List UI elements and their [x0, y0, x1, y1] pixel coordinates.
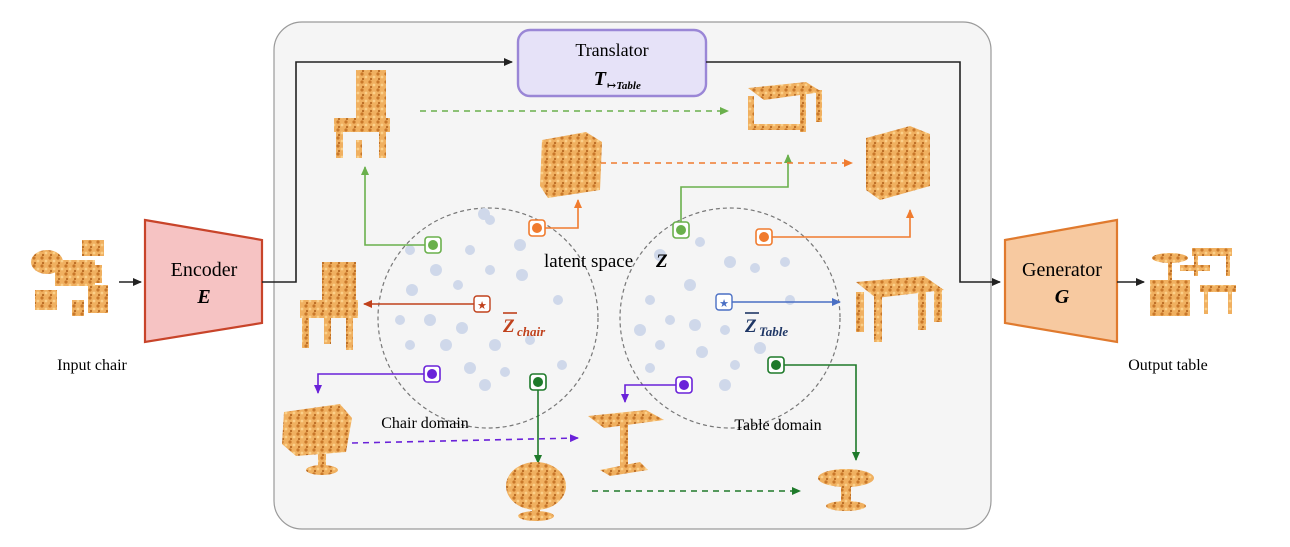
chair-shape-purple [282, 404, 352, 475]
generator-title: Generator [1022, 259, 1102, 281]
purple-chair-code-dot [427, 369, 437, 379]
input-chair-cloud [31, 240, 108, 316]
table-shape-purple [588, 410, 664, 476]
translator-block [516, 28, 708, 98]
input-label: Input chair [57, 357, 127, 374]
chair-shape-orange [540, 132, 602, 198]
output-table-cloud [1150, 248, 1236, 316]
translator-to-generator-arrow [706, 61, 1001, 286]
chair-domain-circle [377, 207, 599, 429]
dgreen-table-code-dot [771, 360, 781, 370]
blue-star-icon: ★ [719, 297, 729, 310]
purple-chair-code-arrow [314, 373, 424, 394]
purple-table-code-arrow [621, 384, 676, 403]
latent-space-symbol: Z [655, 251, 668, 272]
green-chair-code-dot [428, 240, 438, 250]
chair-shape-green [334, 70, 390, 158]
chair-latent-dots [395, 208, 567, 391]
generator-symbol: G [1055, 286, 1070, 308]
table-shape-orange [866, 126, 930, 200]
orange-chair-code-dot [532, 223, 542, 233]
chair-domain-label: Chair domain [381, 415, 469, 432]
table-shape-dgreen [818, 469, 874, 511]
orange-chair-code-arrow [545, 199, 582, 229]
green-table-code-arrow [680, 154, 792, 222]
chair-mean-symbol: Z [502, 316, 515, 337]
encoder-title: Encoder [171, 259, 238, 281]
green-table-code-dot [676, 225, 686, 235]
blue-mean-code [715, 293, 733, 311]
encoder-to-translator-arrow [262, 58, 513, 283]
encoder-block [143, 218, 264, 344]
translator-title: Translator [575, 40, 648, 60]
orange-table-code-arrow [772, 209, 914, 238]
dgreen-chair-code-dot [533, 377, 543, 387]
red-star-icon: ★ [477, 299, 487, 312]
generator-block [1003, 218, 1119, 344]
purple-translation-arrow [351, 434, 579, 444]
encoder-symbol: E [196, 286, 210, 308]
output-label: Output table [1128, 357, 1208, 374]
table-mean-symbol: Z [744, 316, 757, 337]
table-domain-circle [619, 207, 841, 429]
table-latent-dots [634, 237, 795, 391]
dgreen-table-code-arrow [784, 364, 860, 461]
table-shape-green [748, 82, 822, 132]
chair-shape-dgreen [506, 462, 566, 521]
red-mean-code [473, 295, 491, 313]
purple-table-code-dot [679, 380, 689, 390]
table-mean-subscript: Table [759, 324, 788, 339]
orange-table-code-dot [759, 232, 769, 242]
translator-symbol: T [594, 68, 607, 90]
table-domain-label: Table domain [734, 417, 821, 434]
chair-mean-subscript: chair [517, 324, 546, 339]
chair-shape-mean [300, 262, 358, 350]
table-shape-mean [856, 276, 944, 342]
latent-panel [273, 21, 992, 530]
green-chair-code-arrow [361, 166, 432, 246]
latent-space-text: latent space [544, 251, 633, 272]
translator-subscript: ↦Table [607, 80, 641, 92]
